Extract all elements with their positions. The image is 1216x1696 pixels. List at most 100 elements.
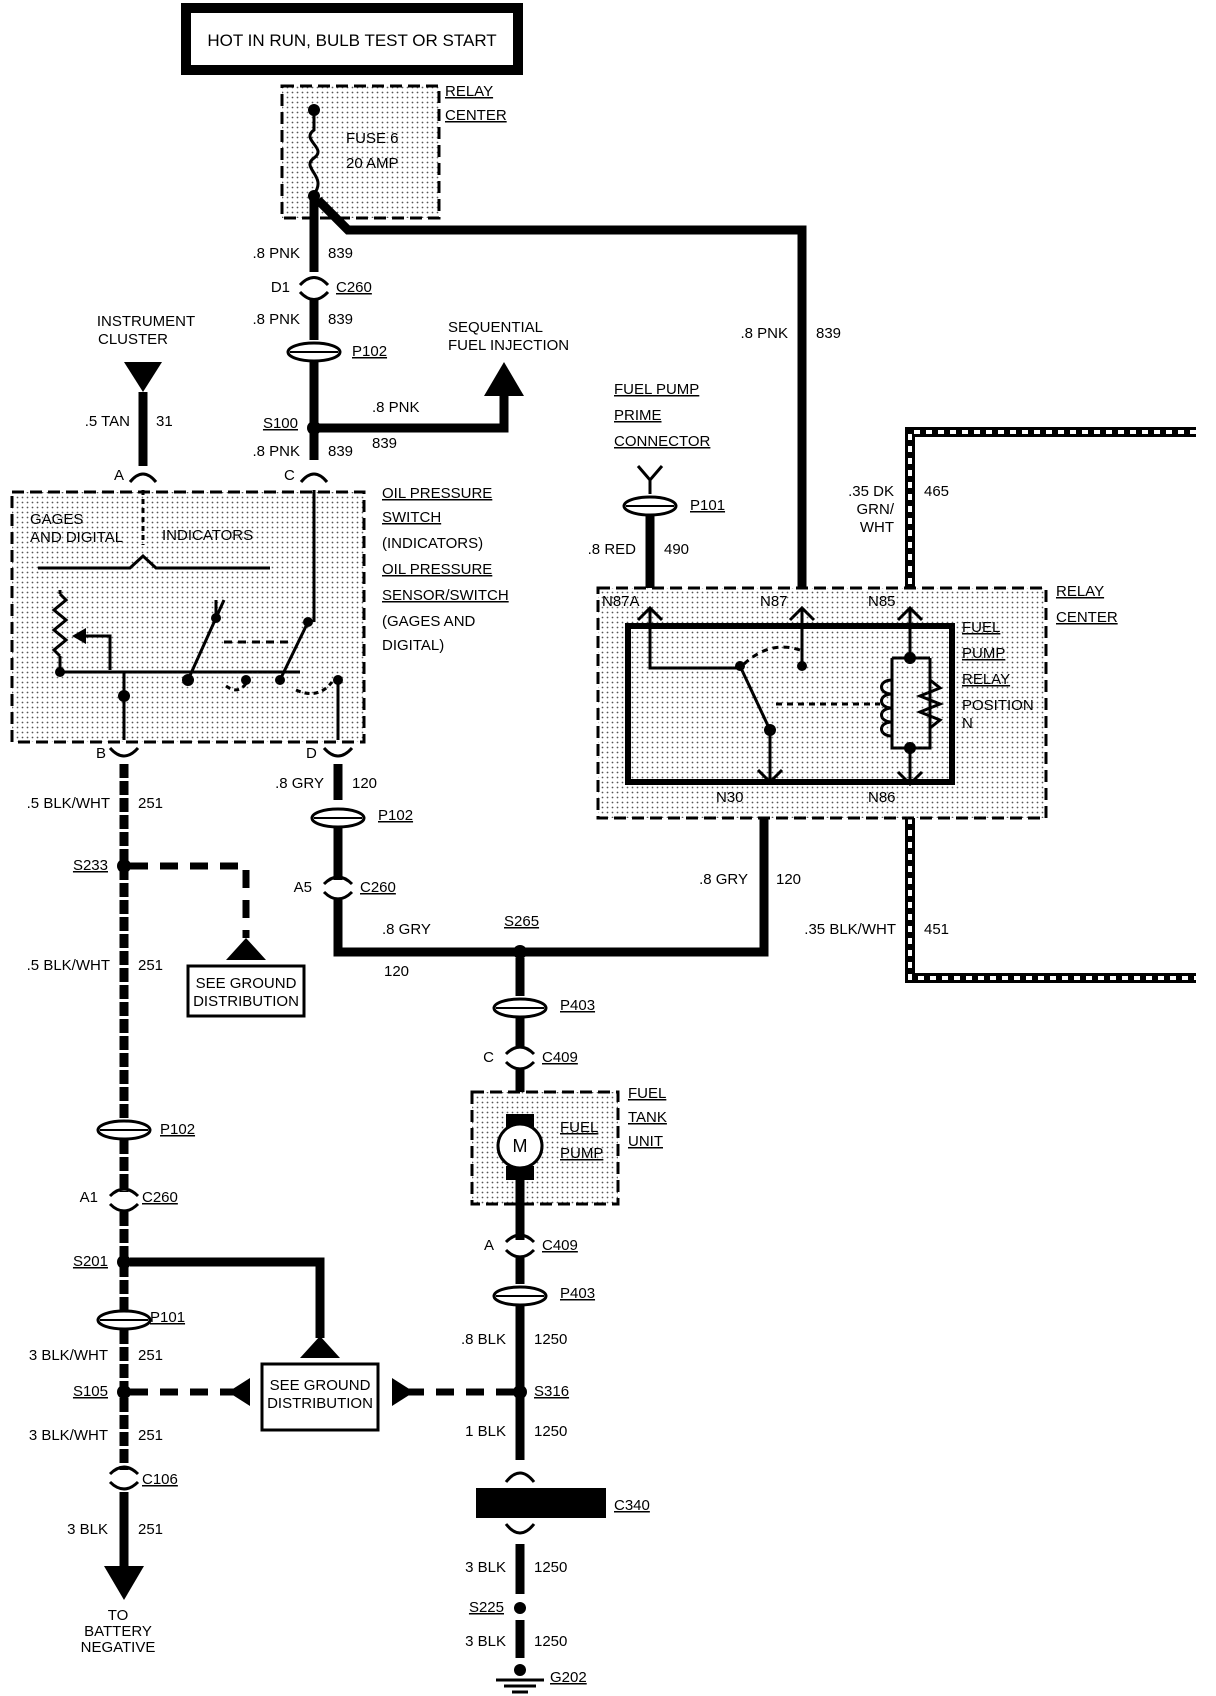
relay-n87a-contact [636,605,740,670]
ops-label-3: (INDICATORS) [382,535,483,552]
ops-label-6: (GAGES AND [382,613,476,630]
wire-839-size-e: .8 PNK [740,325,788,342]
wire-251-size-d: 3 BLK/WHT [29,1427,108,1444]
wire-251-circuit-c: 251 [138,1347,163,1364]
pin-a-label: A [114,467,124,484]
connector-c-icon [299,472,329,483]
wire-465-circuit: 465 [924,483,949,500]
pin-c-label: C [284,467,295,484]
connector-c409-a [504,1045,536,1071]
power-source-box: HOT IN RUN, BULB TEST OR START [181,3,523,75]
wire-s233-ground-dashed [130,862,250,938]
wire-451 [908,818,1196,980]
splice-s316 [513,1385,527,1399]
fpr-label-4: POSITION [962,697,1034,714]
relay-switch-arm-icon [738,665,772,731]
wire-31-size: .5 TAN [85,413,130,430]
c409-a-label: C409 [542,1049,578,1066]
fuse-label-2: 20 AMP [346,155,399,172]
triangle-down-icon [124,362,162,392]
pin-n87a: N87A [602,593,640,610]
g202-label: G202 [550,1669,587,1686]
connector-a-icon [128,472,158,483]
wire-839-size-a: .8 PNK [252,245,300,262]
relay-resistor-icon [915,678,945,730]
wire-1250-circuit-c: 1250 [534,1559,567,1576]
fuel-pump-label-2: PUMP [560,1145,603,1162]
wire-490-circuit: 490 [664,541,689,558]
fuel-tank-label-3: UNIT [628,1133,663,1150]
splice-s201 [117,1255,131,1269]
wire-1250-circuit-a: 1250 [534,1331,567,1348]
triangle-left-icon [228,1378,250,1406]
wire-490-size: .8 RED [588,541,637,558]
ops-label-1: OIL PRESSURE [382,485,492,502]
p101-top-label: P101 [690,497,725,514]
wire-251-circuit-d: 251 [138,1427,163,1444]
p102-mid-label: P102 [378,807,413,824]
wire-1250-circuit-b: 1250 [534,1423,567,1440]
c260-low-label: C260 [142,1189,178,1206]
pin-a5: A5 [294,879,312,896]
gauge-coil-icon [51,592,69,658]
fuel-pump-motor-icon [496,1122,544,1170]
sfi-label-2: FUEL INJECTION [448,337,569,354]
fuel-tank-label-1: FUEL [628,1085,666,1102]
wire-120-lower [333,818,769,957]
splice-s233 [117,859,131,873]
c340-label: C340 [614,1497,650,1514]
pass-through-p102-top: P102 [286,341,387,363]
relay-n87-contact [788,605,816,668]
wire-465-label-3: WHT [860,519,894,536]
relay-n30-line [756,730,784,785]
ground-icon [496,1678,544,1694]
splice-s265 [513,945,527,959]
instrument-cluster-label-1: INSTRUMENT [97,313,195,330]
relay-center-label-4: CENTER [1056,609,1118,626]
wire-to-sfi [314,390,509,433]
relay-center-fuse-block: RELAY CENTER FUSE 6 20 AMP [280,83,507,220]
ops-label-2: SWITCH [382,509,441,526]
p102-top-label: P102 [352,343,387,360]
ground-distribution-box-2: SEE GROUND DISTRIBUTION [260,1362,380,1432]
gd2-label-2: DISTRIBUTION [267,1395,373,1412]
wire-s201-ground [130,1257,325,1338]
wire-1250-size-d: 3 BLK [465,1633,506,1650]
wire-120-circuit-b: 120 [384,963,409,980]
p403-a-label: P403 [560,997,595,1014]
splice-s105 [117,1385,131,1399]
pin-d-label: D [306,745,317,762]
connector-c260-a5 [322,875,354,901]
battery-label-1: TO [108,1607,129,1624]
wire-465 [908,430,1196,600]
relay-center-label-1: RELAY [445,83,493,100]
wire-1250-circuit-d: 1250 [534,1633,567,1650]
gd1-label-1: SEE GROUND [196,975,297,992]
gages-indicators-module: GAGES AND DIGITAL INDICATORS [10,490,366,744]
fuel-tank-label-2: TANK [628,1109,667,1126]
s100-label: S100 [263,415,298,432]
connector-c260-d1: D1 C260 [271,276,372,301]
wire-251-size-e: 3 BLK [67,1521,108,1538]
ops-label-5: SENSOR/SWITCH [382,587,509,604]
pin-a1: A1 [80,1189,98,1206]
wire-120-circuit-c: 120 [776,871,801,888]
wire-839-circuit-e: 839 [816,325,841,342]
wire-451-circuit: 451 [924,921,949,938]
connector-c409-b [504,1233,536,1259]
wire-120-circuit-a: 120 [352,775,377,792]
arrow-up-icon [484,362,524,396]
p101-low-label: P101 [150,1309,185,1326]
fpr-label-3: RELAY [962,671,1010,688]
power-source-title: HOT IN RUN, BULB TEST OR START [207,31,496,50]
oil-sensor-icon [278,490,316,681]
splice-s225 [514,1602,526,1614]
wire-251-size-c: 3 BLK/WHT [29,1347,108,1364]
wire-251-circuit-a: 251 [138,795,163,812]
c106-label: C106 [142,1471,178,1488]
wire-251-size-a: .5 BLK/WHT [27,795,110,812]
wire-1250-size-c: 3 BLK [465,1559,506,1576]
wire-251-circuit-e: 251 [138,1521,163,1538]
connector-c260-a1 [108,1187,140,1213]
